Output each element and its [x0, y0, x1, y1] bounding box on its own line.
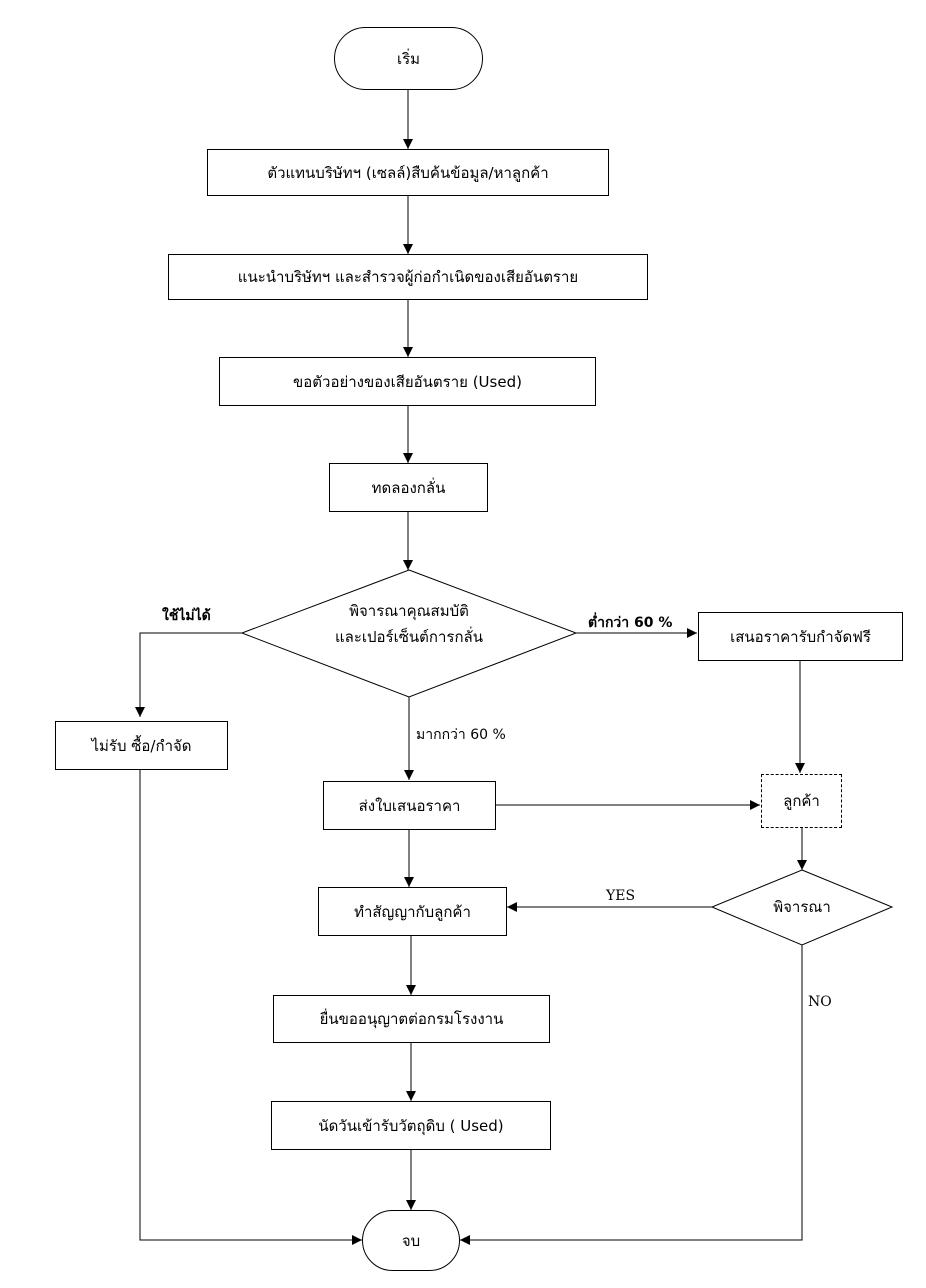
step-introduce-company: แนะนำบริษัทฯ และสำรวจผู้ก่อกำเนิดของเสีย… [168, 254, 648, 300]
label-unusable: ใช้ไม่ได้ [162, 608, 211, 624]
label-below-60: ต่ำกว่า 60 % [588, 615, 673, 631]
edge-consider-to-reject [135, 632, 242, 717]
decision-consider-label: พิจารณาคุณสมบัติ และเปอร์เซ็นต์การกลั่น [282, 598, 536, 651]
edge-decide-no-to-end [460, 945, 803, 1245]
step-reject: ไม่รับ ซื้อ/กำจัด [55, 721, 228, 770]
end-node: จบ [362, 1210, 460, 1271]
decision-decide-label: พิจารณา [773, 898, 831, 916]
step-offer-free-disposal: เสนอราคารับกำจัดฟรี [698, 612, 903, 661]
label-above-60: มากกว่า 60 % [416, 727, 506, 743]
decision-consider-line1: พิจารณาคุณสมบัติ [349, 602, 469, 620]
step-test-distill: ทดลองกลั่น [329, 463, 488, 512]
step-send-quotation: ส่งใบเสนอราคา [323, 781, 496, 830]
step-find-customer: ตัวแทนบริษัทฯ (เซลล์)สืบค้นข้อมูล/หาลูกค… [207, 149, 609, 196]
label-no: NO [808, 994, 832, 1010]
step-customer: ลูกค้า [761, 774, 842, 828]
decision-consider-line2: และเปอร์เซ็นต์การกลั่น [334, 628, 484, 647]
step-schedule-pickup: นัดวันเข้ารับวัตถุดิบ ( Used) [271, 1101, 551, 1150]
start-node: เริ่ม [334, 27, 483, 90]
label-yes: YES [606, 888, 636, 904]
edge-reject-to-end [139, 770, 362, 1245]
step-contract: ทำสัญญากับลูกค้า [318, 887, 507, 936]
step-request-sample: ขอตัวอย่างของเสียอันตราย (Used) [219, 357, 596, 406]
step-apply-permit: ยื่นขออนุญาตต่อกรมโรงงาน [273, 995, 550, 1043]
